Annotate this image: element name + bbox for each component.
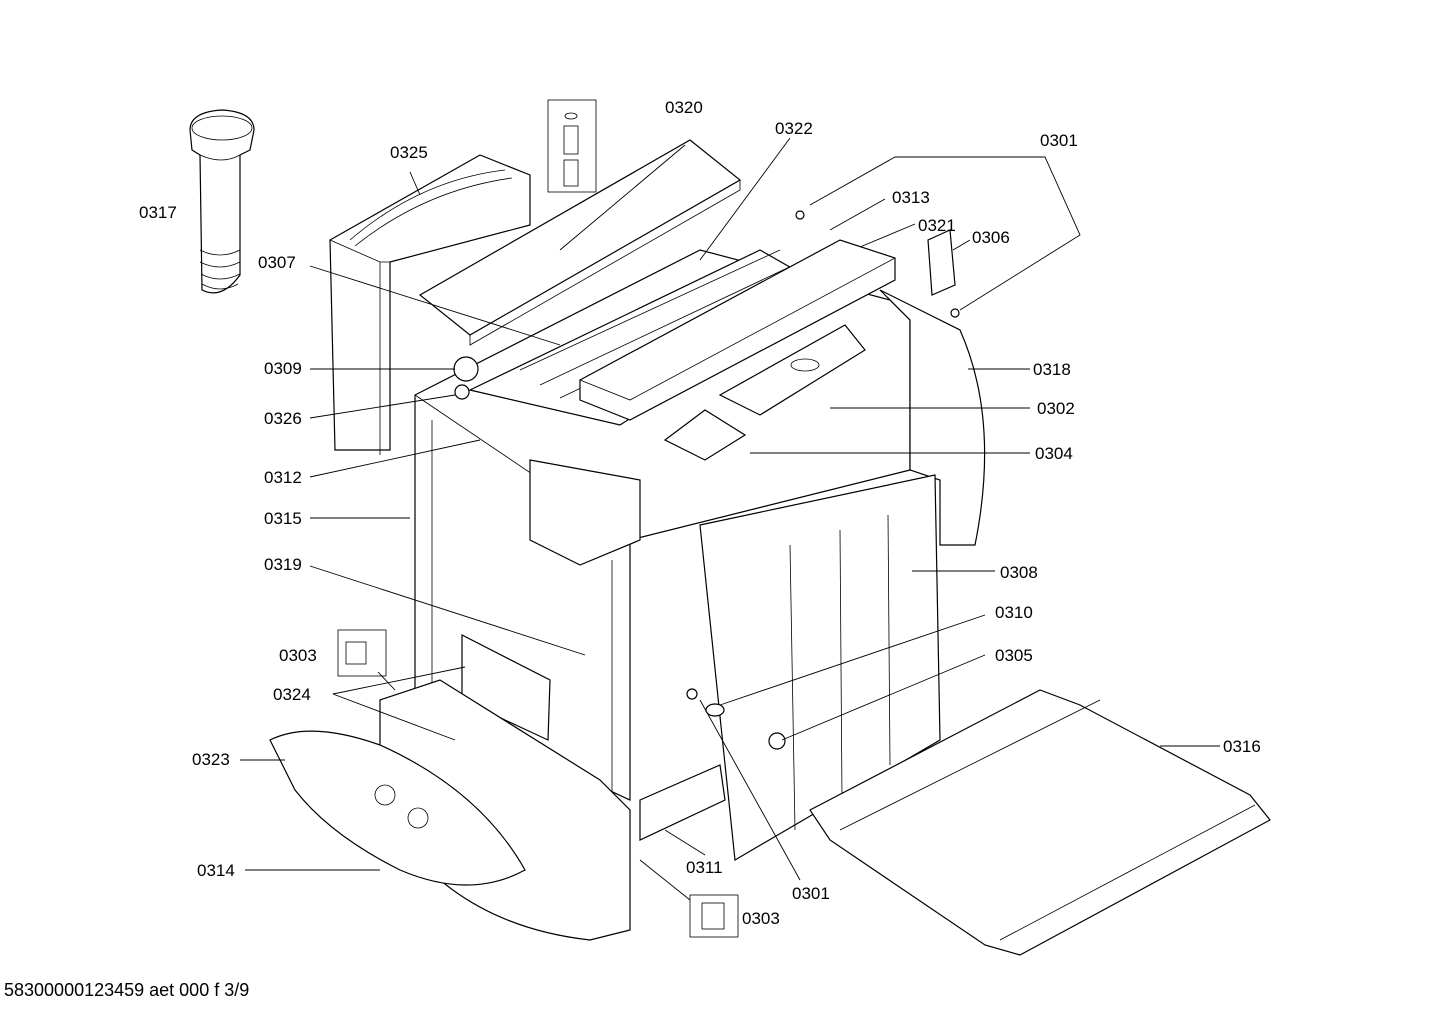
rear-side-panel	[879, 289, 986, 546]
side-panel	[699, 474, 941, 861]
label-0301-bottom: 0301	[792, 884, 830, 903]
clip-kit-box-left	[337, 629, 387, 677]
label-0322: 0322	[775, 119, 813, 138]
label-0323: 0323	[192, 750, 230, 769]
water-tank	[329, 154, 531, 455]
water-filter-cartridge	[189, 109, 255, 294]
label-0317: 0317	[139, 203, 177, 222]
label-0312: 0312	[264, 468, 302, 487]
screws	[453, 210, 960, 750]
label-0313: 0313	[892, 188, 930, 207]
label-0319: 0319	[264, 555, 302, 574]
valve-kit-box	[547, 99, 597, 193]
bottom-bracket	[639, 764, 726, 841]
clip-kit-box-bottom	[689, 894, 739, 938]
small-panel	[663, 409, 747, 461]
label-0314: 0314	[197, 861, 235, 880]
label-0311: 0311	[686, 858, 723, 877]
label-0316: 0316	[1223, 737, 1261, 756]
part-labels: 0317 0325 0320 0322 0301 0313 0321 0306 …	[139, 98, 1261, 928]
leader-lines	[240, 137, 1220, 901]
label-0306: 0306	[972, 228, 1010, 247]
top-cover-panel	[418, 139, 742, 346]
inner-panel	[461, 634, 551, 741]
label-0303-left: 0303	[279, 646, 317, 665]
top-bar-cover	[579, 239, 896, 421]
label-0301-top: 0301	[1040, 131, 1078, 150]
label-0315: 0315	[264, 509, 302, 528]
drip-insert	[718, 324, 866, 416]
label-0320: 0320	[665, 98, 703, 117]
label-0324: 0324	[273, 685, 311, 704]
label-0309: 0309	[264, 359, 302, 378]
base-plate	[809, 689, 1271, 956]
label-0326: 0326	[264, 409, 302, 428]
document-code-footer: 58300000123459 aet 000 f 3/9	[4, 980, 250, 1000]
label-0321: 0321	[918, 216, 956, 235]
label-0302: 0302	[1037, 399, 1075, 418]
label-0308: 0308	[1000, 563, 1038, 582]
label-0305: 0305	[995, 646, 1033, 665]
label-0307: 0307	[258, 253, 296, 272]
label-0304: 0304	[1035, 444, 1073, 463]
label-0325: 0325	[390, 143, 428, 162]
label-0310: 0310	[995, 603, 1033, 622]
label-0318: 0318	[1033, 360, 1071, 379]
drip-grid	[269, 730, 526, 886]
label-0303-bottom: 0303	[742, 909, 780, 928]
switch-part	[927, 229, 956, 296]
